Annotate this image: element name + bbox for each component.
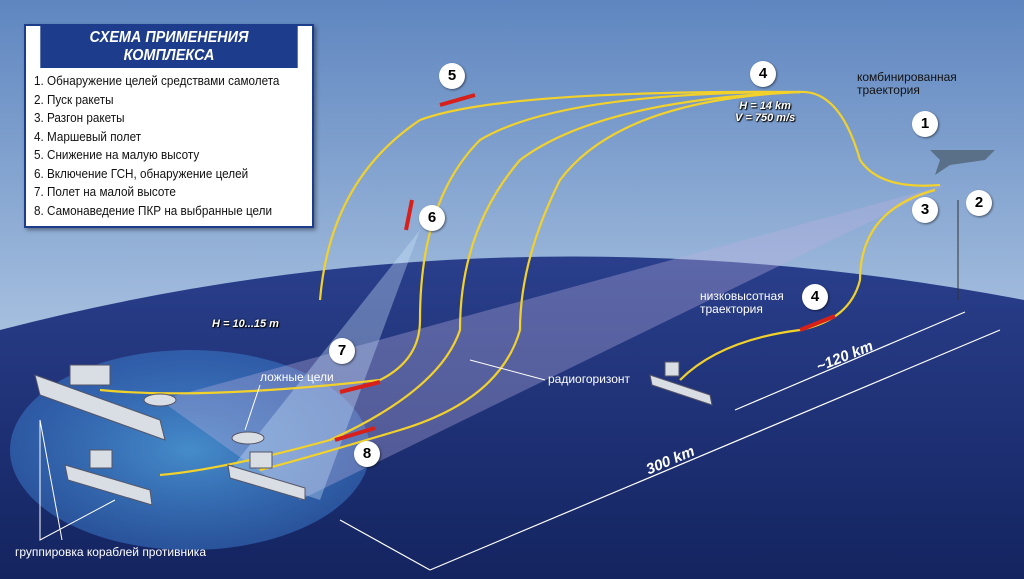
legend-item: 4. Маршевый полет [34, 128, 142, 144]
cruise-speed: V = 750 m/s [735, 112, 796, 124]
legend-item: 2. Пуск ракеты [34, 91, 114, 107]
legend-title: СХЕМА ПРИМЕНЕНИЯ КОМПЛЕКСА [40, 26, 298, 68]
legend-list: 1. Обнаружение целей средствами самолета… [26, 68, 312, 226]
legend-item: 3. Разгон ракеты [34, 110, 125, 125]
label-line: траектория [857, 83, 920, 97]
legend-item: 1. Обнаружение целей средствами самолета [34, 73, 280, 88]
aircraft [930, 150, 995, 175]
label-line: низковысотная [700, 289, 784, 303]
legend-item: 7. Полет на малой высоте [34, 184, 176, 199]
legend-box: СХЕМА ПРИМЕНЕНИЯ КОМПЛЕКСА 1. Обнаружени… [24, 24, 314, 228]
low-altitude-trajectory-label: низковысотная траектория [700, 290, 784, 316]
seeker-beam [230, 230, 420, 500]
legend-item: 5. Снижение на малую высоту [34, 147, 200, 162]
cruise-params: H = 14 km V = 750 m/s [735, 100, 795, 124]
marker-4-low: 4 [802, 284, 828, 310]
ships [34, 361, 713, 506]
combined-trajectory-label: комбинированная траектория [857, 71, 957, 97]
aircraft-radar-beam [160, 185, 945, 500]
marker-7: 7 [329, 338, 355, 364]
legend-item: 6. Включение ГСН, обнаружение целей [34, 165, 249, 181]
marker-6: 6 [419, 205, 445, 231]
marker-8: 8 [354, 441, 380, 467]
missiles [334, 93, 836, 442]
marker-3: 3 [912, 197, 938, 223]
cruise-altitude: H = 14 km [739, 100, 791, 112]
low-altitude-value: H = 10...15 m [212, 318, 279, 330]
decoys-label: ложные цели [260, 370, 334, 384]
marker-2: 2 [966, 190, 992, 216]
legend-item: 8. Самонаведение ПКР на выбранные цели [34, 202, 273, 218]
marker-4-cruise: 4 [750, 61, 776, 87]
radio-horizon-label: радиогоризонт [548, 372, 631, 386]
leader-lines [39, 359, 546, 541]
marker-1: 1 [912, 111, 938, 137]
marker-5: 5 [439, 63, 465, 89]
label-line: комбинированная [857, 70, 957, 84]
enemy-group-label: группировка кораблей противника [15, 545, 206, 559]
distance-lines [339, 311, 1001, 571]
trajectories [99, 90, 941, 477]
label-line: траектория [700, 302, 763, 316]
